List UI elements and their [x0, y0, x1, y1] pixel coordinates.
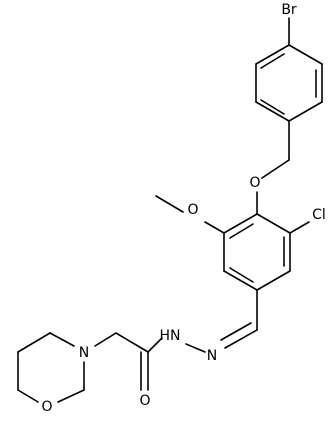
morpholine-nitrogen-label: N — [79, 345, 89, 361]
methoxy-bond-1 — [204, 221, 225, 234]
n-ch2-bond — [94, 332, 117, 347]
ch2-bond — [115, 332, 149, 353]
chlorine-label: Cl — [312, 207, 326, 223]
imine-nitrogen-label: N — [207, 348, 217, 364]
nn-bond — [185, 343, 206, 353]
bromophenyl-ring — [255, 17, 323, 122]
ether-bond-1 — [261, 159, 290, 179]
central-ring — [223, 191, 291, 291]
carbonyl-oxygen-label: O — [139, 393, 150, 409]
imine-double-bond-b — [220, 322, 252, 341]
methoxy-oxygen-label: O — [187, 202, 198, 218]
nh-co-bond — [147, 337, 163, 353]
methoxy-bond-2 — [155, 195, 184, 213]
bromine-label: Br — [281, 2, 297, 18]
morpholine-oxygen-label: O — [41, 399, 52, 415]
amide-nh-label: HN — [160, 328, 181, 344]
imine-double-bond-a — [224, 329, 258, 349]
ether-oxygen-label: O — [249, 175, 260, 191]
morpholine-ring — [17, 332, 85, 403]
chloro-bond — [289, 221, 310, 234]
